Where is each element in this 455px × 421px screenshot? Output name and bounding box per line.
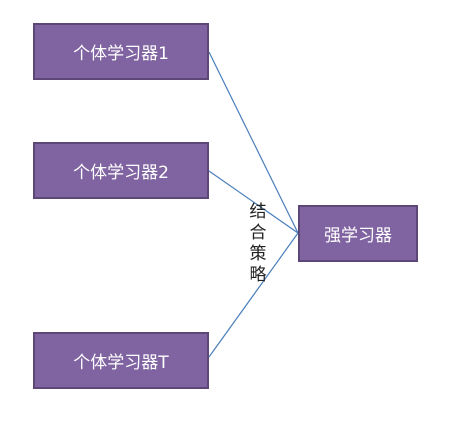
combination-strategy-label: 结合策略 (249, 202, 267, 285)
individual-learner-1-box: 个体学习器1 (33, 23, 209, 80)
individual-learner-2-box: 个体学习器2 (33, 142, 209, 199)
strong-learner-box: 强学习器 (298, 205, 418, 262)
connector-learner-2-to-strong (208, 170, 299, 234)
connector-learner-t-to-strong (208, 232, 299, 358)
strong-learner-label: 强学习器 (324, 226, 392, 246)
individual-learner-1-label: 个体学习器1 (73, 44, 169, 64)
individual-learner-t-label: 个体学习器T (73, 353, 169, 373)
individual-learner-2-label: 个体学习器2 (73, 163, 169, 183)
connector-learner-1-to-strong (208, 51, 299, 234)
individual-learner-t-box: 个体学习器T (33, 332, 209, 389)
